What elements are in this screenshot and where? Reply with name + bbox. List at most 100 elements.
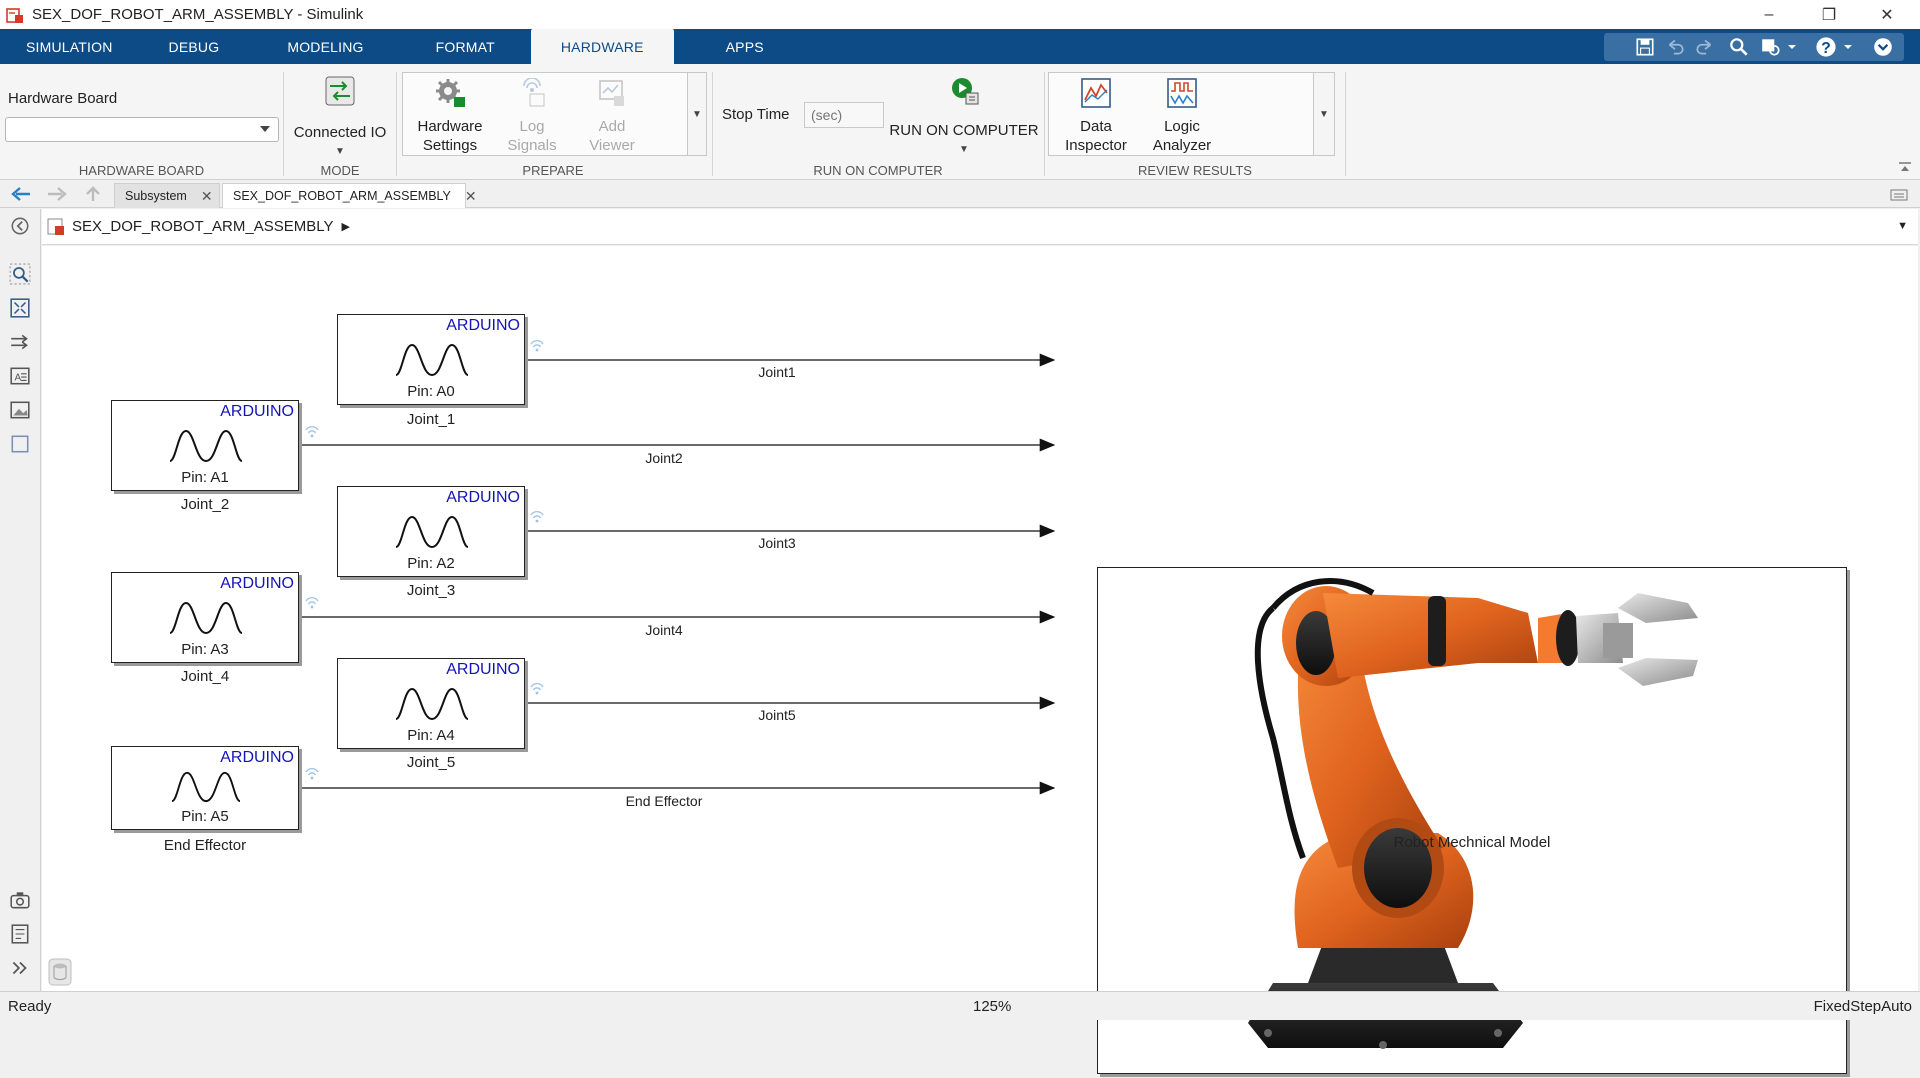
data-inspector-label: Data Inspector — [1065, 118, 1127, 154]
solver-type[interactable]: FixedStepAuto — [1813, 998, 1912, 1015]
svg-text:A: A — [15, 372, 22, 383]
connected-io-button[interactable]: Connected IO ▼ — [292, 76, 388, 161]
stop-time-label: Stop Time — [722, 106, 790, 123]
window-title: SEX_DOF_ROBOT_ARM_ASSEMBLY - Simulink — [32, 6, 364, 23]
run-on-computer-group: Stop Time RUN ON COMPUTER ▼ RUN ON COMPU… — [713, 64, 1043, 180]
hide-explorer-icon[interactable] — [9, 215, 31, 237]
chevron-down-icon[interactable] — [1842, 35, 1854, 59]
signal-label: Joint3 — [758, 535, 796, 551]
robot-mechanical-model-block[interactable] — [1097, 567, 1847, 1074]
tab-apps[interactable]: APPS — [725, 38, 764, 55]
add-viewer-button[interactable]: Add Viewer — [577, 78, 647, 155]
minimize-button[interactable]: – — [1764, 5, 1774, 23]
signal-label: Joint1 — [758, 364, 796, 380]
database-icon[interactable] — [48, 958, 72, 986]
close-icon[interactable]: ✕ — [200, 187, 213, 204]
image-icon[interactable] — [9, 399, 31, 421]
add-viewer-label: Add Viewer — [589, 118, 635, 154]
robot-block-label: Robot Mechnical Model — [1393, 834, 1551, 851]
run-on-computer-button[interactable]: RUN ON COMPUTER ▼ — [889, 76, 1039, 159]
restore-button[interactable]: ❐ — [1821, 6, 1837, 24]
signal-logging-icon — [305, 596, 319, 610]
prepare-gallery-expand[interactable]: ▼ — [687, 72, 707, 156]
group-label-review-results: REVIEW RESULTS — [1138, 163, 1252, 178]
redo-icon[interactable] — [1694, 35, 1716, 59]
close-icon[interactable]: ✕ — [464, 187, 477, 204]
block-pin: Pin: A0 — [407, 383, 455, 400]
forward-arrow-icon[interactable] — [46, 186, 68, 202]
minimize-ribbon-icon[interactable] — [1898, 160, 1912, 174]
run-icon — [952, 78, 979, 105]
arduino-block-joint-2[interactable]: ARDUINO Pin: A1 — [111, 400, 299, 491]
title-bar: SEX_DOF_ROBOT_ARM_ASSEMBLY - Simulink – … — [0, 0, 1920, 29]
block-label: Joint_4 — [180, 668, 230, 685]
tab-debug[interactable]: DEBUG — [168, 38, 220, 55]
arduino-block-joint-1[interactable]: ARDUINO Pin: A0 — [337, 314, 525, 405]
area-icon[interactable] — [9, 433, 31, 455]
signal-logging-icon — [305, 425, 319, 439]
arduino-block-joint-3[interactable]: ARDUINO Pin: A2 — [337, 486, 525, 577]
arduino-block-end-effector[interactable]: ARDUINO Pin: A5 — [111, 746, 299, 830]
signal-logging-icon — [530, 682, 544, 696]
tab-list-icon[interactable] — [1890, 189, 1908, 201]
review-results-gallery-expand[interactable]: ▼ — [1313, 72, 1335, 156]
model-icon — [47, 218, 64, 235]
waveform-icon — [171, 771, 241, 803]
find-options-icon[interactable] — [1760, 35, 1782, 59]
hardware-board-select[interactable] — [5, 117, 279, 142]
back-arrow-icon[interactable] — [10, 186, 32, 202]
doc-tab-label: Subsystem — [125, 189, 187, 203]
group-label-prepare: PREPARE — [522, 163, 584, 178]
block-brand: ARDUINO — [220, 749, 294, 766]
chevron-down-icon[interactable] — [1786, 35, 1798, 59]
doc-tab-subsystem[interactable]: Subsystem ✕ — [114, 183, 220, 208]
zoom-level[interactable]: 125% — [973, 998, 1012, 1015]
logic-analyzer-label: Logic Analyzer — [1152, 118, 1212, 154]
tab-simulation[interactable]: SIMULATION — [26, 38, 113, 55]
fit-to-view-icon[interactable] — [9, 297, 31, 319]
breadcrumb-arrow-icon[interactable]: ▶ — [341, 221, 350, 233]
screenshot-icon[interactable] — [9, 889, 31, 911]
tab-format[interactable]: FORMAT — [435, 38, 495, 55]
expand-icon[interactable] — [9, 957, 31, 979]
close-button[interactable]: ✕ — [1880, 6, 1894, 24]
hardware-settings-button[interactable]: Hardware Settings — [407, 78, 493, 155]
data-inspector-icon — [1081, 78, 1111, 108]
doc-tab-sex-dof-robot-arm-assembly[interactable]: SEX_DOF_ROBOT_ARM_ASSEMBLY ✕ — [222, 183, 477, 208]
help-icon[interactable]: ? — [1814, 35, 1838, 59]
model-path[interactable]: SEX_DOF_ROBOT_ARM_ASSEMBLY — [72, 218, 334, 235]
arduino-block-joint-4[interactable]: ARDUINO Pin: A3 — [111, 572, 299, 663]
tab-modeling[interactable]: MODELING — [287, 38, 364, 55]
search-icon[interactable] — [1728, 35, 1750, 59]
block-pin: Pin: A3 — [181, 641, 229, 658]
chevron-down-icon[interactable]: ▼ — [1897, 220, 1908, 232]
undo-icon[interactable] — [1664, 35, 1686, 59]
add-viewer-icon — [599, 80, 624, 106]
save-icon[interactable] — [1634, 35, 1656, 59]
arduino-block-joint-5[interactable]: ARDUINO Pin: A4 — [337, 658, 525, 749]
stop-time-input[interactable] — [804, 102, 884, 128]
annotation-icon[interactable]: A — [9, 365, 31, 387]
signal-label: Joint4 — [645, 622, 683, 638]
logic-analyzer-button[interactable]: Logic Analyzer — [1139, 78, 1225, 155]
quick-access-toolbar — [1604, 33, 1904, 61]
up-arrow-icon[interactable] — [84, 185, 102, 203]
group-label-run-on-computer: RUN ON COMPUTER — [813, 163, 943, 178]
svg-text:?: ? — [1821, 40, 1831, 57]
waveform-icon — [395, 515, 469, 549]
block-brand: ARDUINO — [446, 489, 520, 506]
tab-hardware[interactable]: HARDWARE — [530, 29, 674, 64]
collapse-ribbon-icon[interactable] — [1872, 35, 1894, 59]
robot-arm-image — [1248, 578, 1698, 1049]
signal-lines-icon[interactable] — [9, 331, 31, 353]
data-inspector-button[interactable]: Data Inspector — [1053, 78, 1139, 155]
signal-label: Joint2 — [645, 450, 683, 466]
hardware-board-label: Hardware Board — [8, 90, 118, 107]
model-browser-icon[interactable] — [9, 923, 31, 945]
status-bar: Ready 125% FixedStepAuto — [0, 991, 1920, 1020]
log-signals-button[interactable]: Log Signals — [497, 77, 567, 155]
zoom-in-icon[interactable] — [9, 263, 31, 285]
canvas-toolbar: A — [0, 209, 41, 991]
block-brand: ARDUINO — [446, 317, 520, 334]
model-canvas[interactable]: ARDUINO Pin: A0 Joint_1 Joint1 ARDUINO P… — [42, 246, 1918, 1074]
